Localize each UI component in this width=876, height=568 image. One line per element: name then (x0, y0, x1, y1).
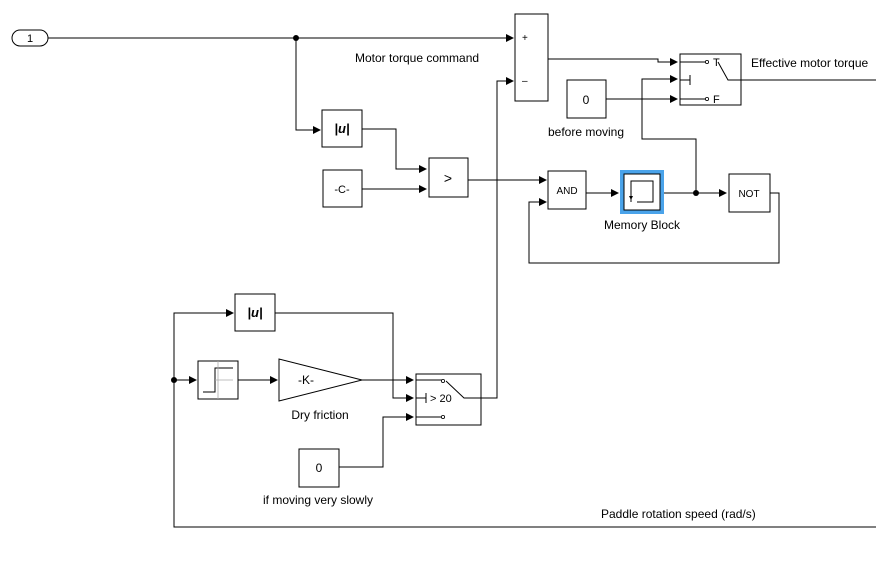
abs-block-top[interactable]: |u| (321, 109, 363, 148)
memory-icon-arrow (629, 196, 633, 200)
abs-block-bottom[interactable]: |u| (234, 293, 276, 332)
wire-memory-to-switch-control (641, 75, 697, 193)
wire-abs-to-relational (362, 128, 427, 173)
sum-block[interactable]: + – (514, 13, 549, 102)
branch-point (293, 35, 299, 41)
wire-sum-to-switch (548, 58, 678, 66)
memory-block-caption: Memory Block (604, 218, 681, 232)
if-moving-slowly-caption: if moving very slowly (263, 493, 373, 507)
zero-slow-value: 0 (316, 461, 323, 475)
gain-label: -K- (298, 373, 314, 387)
paddle-rotation-speed-label: Paddle rotation speed (rad/s) (601, 507, 756, 521)
wire-speed-to-abs (173, 309, 876, 528)
abs-label-bottom: |u| (247, 305, 262, 320)
dry-friction-caption: Dry friction (291, 408, 348, 422)
relational-label: > (444, 170, 452, 186)
abs-label: |u| (334, 121, 349, 136)
inport-1[interactable]: 1 (11, 29, 49, 47)
memory-icon (630, 180, 654, 203)
dry-friction-gain-block[interactable]: -K- (278, 358, 363, 402)
not-block[interactable]: NOT (728, 173, 771, 213)
sum-minus-sign: – (522, 76, 528, 87)
sign-block[interactable] (197, 360, 239, 400)
switch-false-label: F (713, 94, 720, 106)
wire-zero-to-switch-bottom (339, 413, 414, 468)
before-moving-caption: before moving (548, 125, 624, 139)
wire-friction-to-sum (481, 77, 514, 399)
memory-block[interactable] (620, 170, 664, 214)
switch-true-label: T (713, 57, 720, 69)
and-label: AND (556, 186, 577, 197)
zero-before-value: 0 (583, 93, 590, 107)
switch-top-control-line (680, 75, 691, 85)
signal-lines (48, 34, 876, 528)
constant-label: -C- (334, 184, 350, 196)
wire-abs-to-switch-control (275, 312, 414, 402)
and-block[interactable]: AND (547, 170, 587, 210)
inport-label: 1 (27, 33, 33, 45)
switch-criteria-label: > 20 (430, 393, 452, 405)
wire-inport-to-abs (295, 38, 321, 134)
switch-block-top[interactable]: T F (679, 53, 742, 106)
constant-block[interactable]: -C- (322, 169, 363, 208)
switch-top-lever (717, 61, 741, 81)
relational-operator-block[interactable]: > (428, 157, 469, 198)
motor-torque-command-label: Motor torque command (355, 51, 479, 65)
not-label: NOT (738, 189, 759, 200)
sum-plus-sign: + (522, 33, 528, 44)
effective-motor-torque-label: Effective motor torque (751, 56, 868, 70)
zero-constant-slow[interactable]: 0 (298, 448, 340, 488)
switch-bottom-lever (445, 380, 481, 399)
switch-block-bottom[interactable]: > 20 (415, 373, 482, 426)
zero-constant-before-moving[interactable]: 0 (566, 79, 607, 119)
wire-not-feedback (528, 192, 780, 264)
